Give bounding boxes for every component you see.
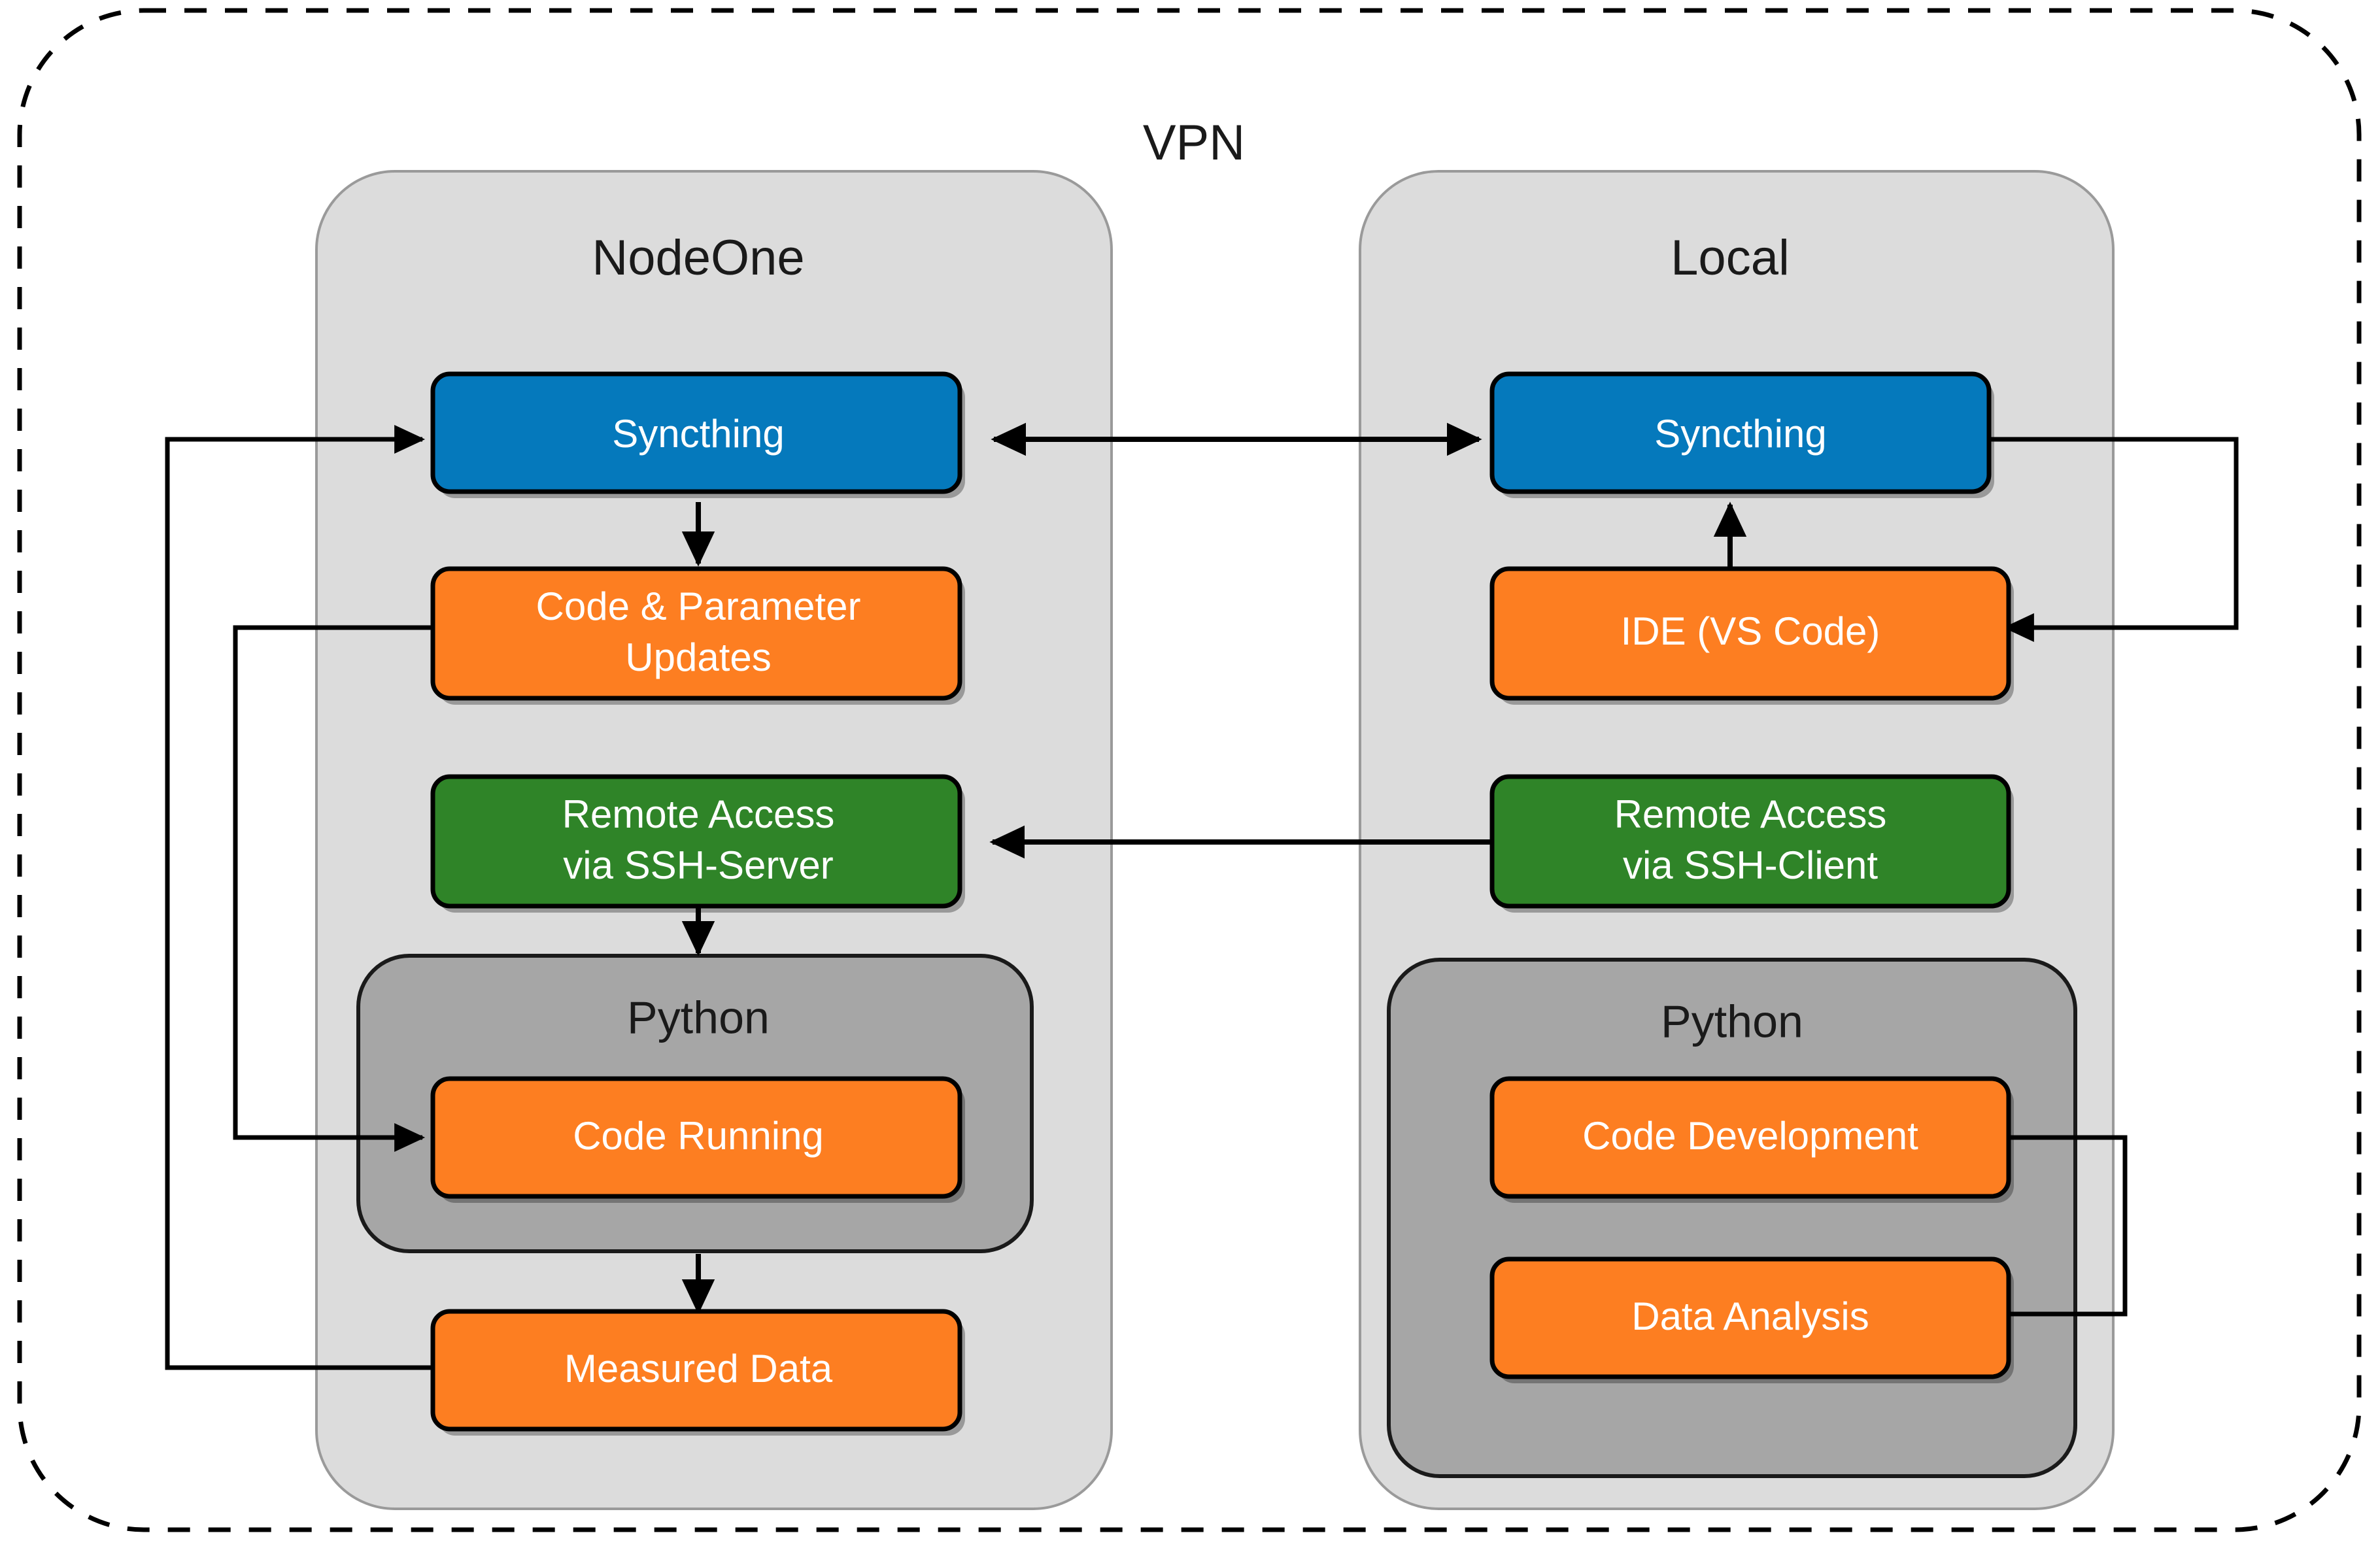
node-nodeone-updates[interactable] <box>430 566 962 701</box>
node-label-local-data-analysis: Data Analysis <box>1631 1294 1869 1338</box>
node-label-nodeone-updates-line2: Updates <box>625 635 771 679</box>
conn-sync-to-ide <box>1989 437 2239 643</box>
node-nodeone-ssh-server[interactable] <box>430 774 962 909</box>
node-label-nodeone-syncthing: Syncthing <box>612 412 785 456</box>
node-local-syncthing[interactable] <box>1489 371 1992 494</box>
vpn-boundary <box>17 8 2362 1532</box>
node-local-ssh-client[interactable] <box>1489 774 2011 909</box>
node-label-local-code-development: Code Development <box>1582 1114 1918 1158</box>
python-title-local: Python <box>1661 996 1803 1047</box>
node-label-nodeone-ssh-line1: Remote Access <box>562 792 835 836</box>
node-label-local-ssh-line1: Remote Access <box>1614 792 1887 836</box>
node-label-local-syncthing: Syncthing <box>1654 412 1827 456</box>
node-label-local-ide: IDE (VS Code) <box>1621 609 1880 653</box>
diagram-title-vpn: VPN <box>1143 115 1245 171</box>
conn-measured-to-sync <box>165 424 437 1370</box>
node-label-local-ssh-line2: via SSH-Client <box>1623 843 1878 887</box>
panel-title-local: Local <box>1671 230 1790 286</box>
conn-codedev-to-analysis <box>1965 1135 2128 1329</box>
node-label-nodeone-updates-line1: Code & Parameter <box>536 584 861 628</box>
node-nodeone-code-running[interactable] <box>430 1076 962 1199</box>
node-label-nodeone-measured-data: Measured Data <box>564 1347 833 1390</box>
conn-updates-to-running <box>233 625 437 1153</box>
panel-title-nodeone: NodeOne <box>592 230 804 286</box>
node-label-nodeone-ssh-line2: via SSH-Server <box>563 843 833 887</box>
node-label-nodeone-code-running: Code Running <box>573 1114 824 1158</box>
node-nodeone-measured-data[interactable] <box>430 1309 962 1432</box>
node-local-ide[interactable] <box>1489 566 2011 701</box>
node-local-data-analysis[interactable] <box>1489 1256 2011 1379</box>
node-local-code-development[interactable] <box>1489 1076 2011 1199</box>
python-title-nodeone: Python <box>627 992 770 1043</box>
node-nodeone-syncthing[interactable] <box>430 371 962 494</box>
